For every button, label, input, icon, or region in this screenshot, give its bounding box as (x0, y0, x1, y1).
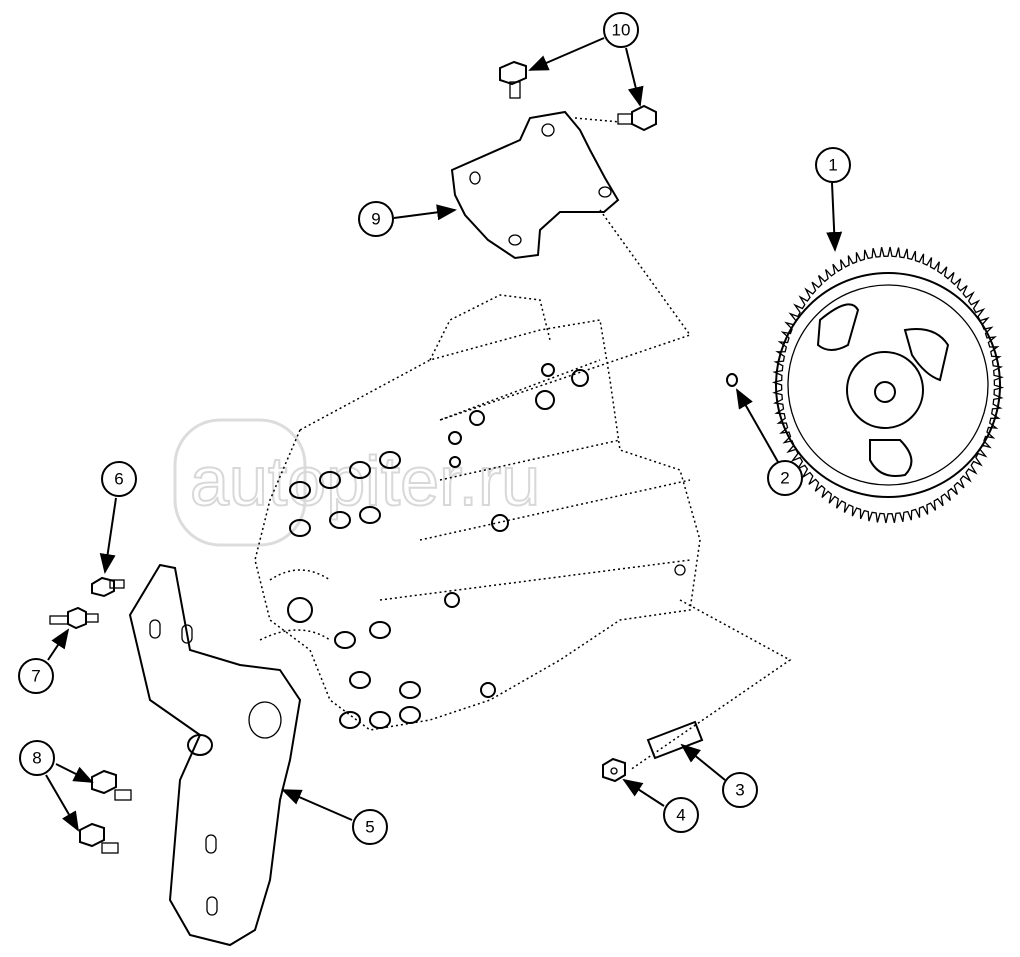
callout-1: 1 (815, 147, 851, 183)
stud-bolt (49, 606, 99, 630)
watermark: autopiter.ru (173, 418, 541, 547)
fitting (369, 711, 391, 729)
callout-7: 7 (18, 658, 54, 694)
callout-3: 3 (722, 772, 758, 808)
bolt (617, 104, 657, 132)
injection-pump (254, 294, 701, 731)
stud (646, 720, 704, 760)
svg-text:5: 5 (365, 818, 374, 837)
nut (726, 373, 738, 387)
fitting (319, 471, 341, 489)
callout-10: 10 (603, 12, 639, 48)
bolt (79, 822, 119, 854)
fitting (334, 631, 356, 649)
top-bracket (450, 110, 620, 260)
svg-text:3: 3 (735, 781, 744, 800)
callout-9: 9 (358, 201, 394, 237)
fitting (359, 506, 381, 524)
fitting (369, 621, 391, 639)
svg-text:9: 9 (371, 210, 380, 229)
callout-5: 5 (352, 809, 388, 845)
svg-text:10: 10 (612, 21, 631, 40)
bolt (91, 769, 132, 801)
stud-bolt (91, 576, 125, 598)
gear-teeth (771, 246, 1005, 524)
bolt (499, 60, 527, 99)
callout-6: 6 (101, 461, 137, 497)
svg-text:2: 2 (780, 469, 789, 488)
svg-text:1: 1 (828, 156, 837, 175)
flange-nut (602, 757, 626, 783)
svg-text:8: 8 (32, 749, 41, 768)
fitting (399, 681, 421, 699)
svg-text:6: 6 (114, 470, 123, 489)
leader-lines (45, 37, 843, 832)
fitting (289, 519, 311, 537)
bracket-holes (469, 123, 612, 246)
fitting (379, 451, 401, 469)
fitting (349, 461, 371, 479)
svg-text:4: 4 (676, 806, 685, 825)
bracket-holes (149, 619, 282, 916)
callout-4: 4 (663, 797, 699, 833)
fitting (399, 706, 421, 724)
callout-8: 8 (19, 740, 55, 776)
fitting (339, 711, 361, 729)
svg-text:7: 7 (31, 667, 40, 686)
gear (771, 246, 1005, 524)
fitting (289, 481, 311, 499)
rear-bracket (128, 563, 302, 947)
fitting (329, 511, 351, 529)
fitting (349, 671, 371, 689)
callout-2: 2 (767, 460, 803, 496)
